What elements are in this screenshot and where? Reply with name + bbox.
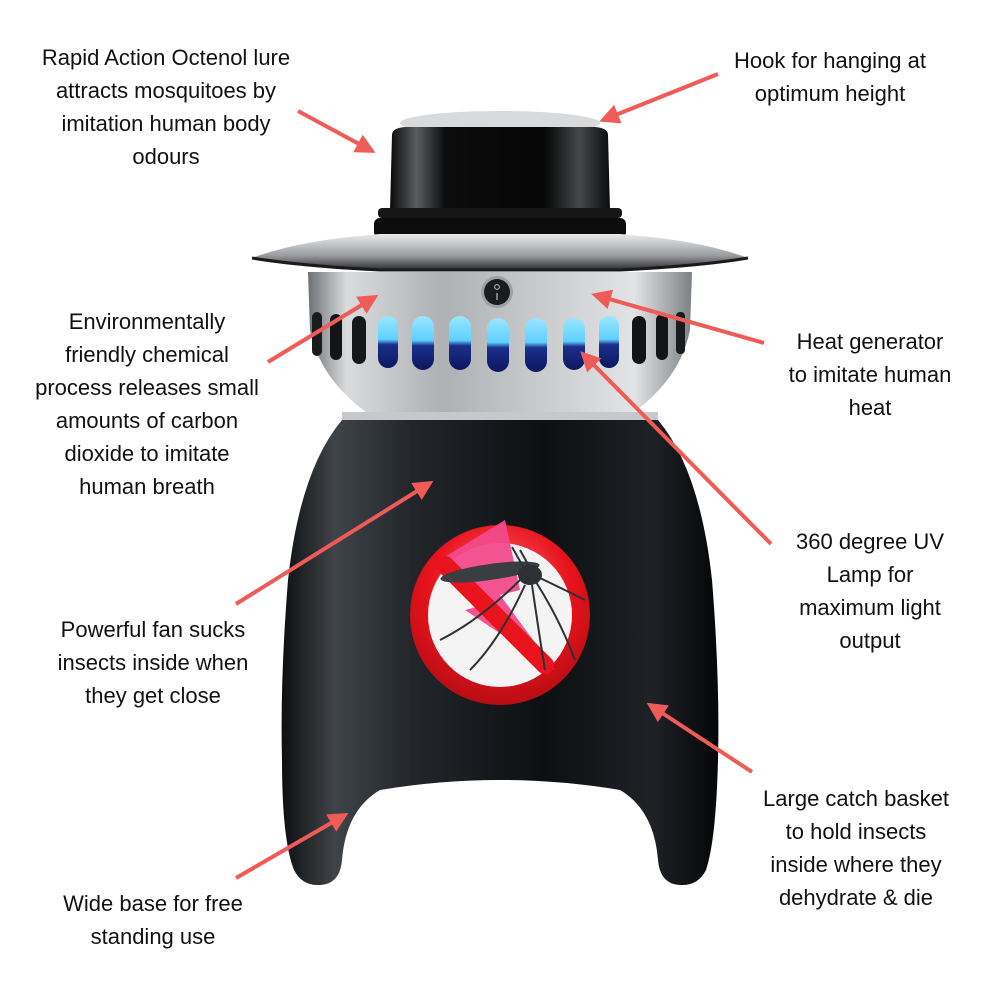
callout-wide-base: Wide base for free standing use (63, 891, 243, 949)
callout-catch-basket: Large catch basket to hold insects insid… (763, 786, 949, 910)
callout-uv-lamp: 360 degree UV Lamp for maximum light out… (796, 529, 944, 653)
lure-cap (390, 127, 610, 210)
callout-hook: Hook for hanging at optimum height (733, 48, 927, 106)
callout-heat-generator: Heat generator to imitate human heat (788, 329, 952, 420)
callout-chemical-process: Environmentally friendly chemical proces… (35, 309, 259, 499)
no-mosquito-badge (410, 520, 590, 705)
hat-brim (252, 234, 748, 270)
power-switch (481, 276, 513, 308)
callout-fan: Powerful fan sucks insects inside when t… (57, 617, 249, 708)
callout-octenol-lure: Rapid Action Octenol lure attracts mosqu… (41, 45, 291, 169)
